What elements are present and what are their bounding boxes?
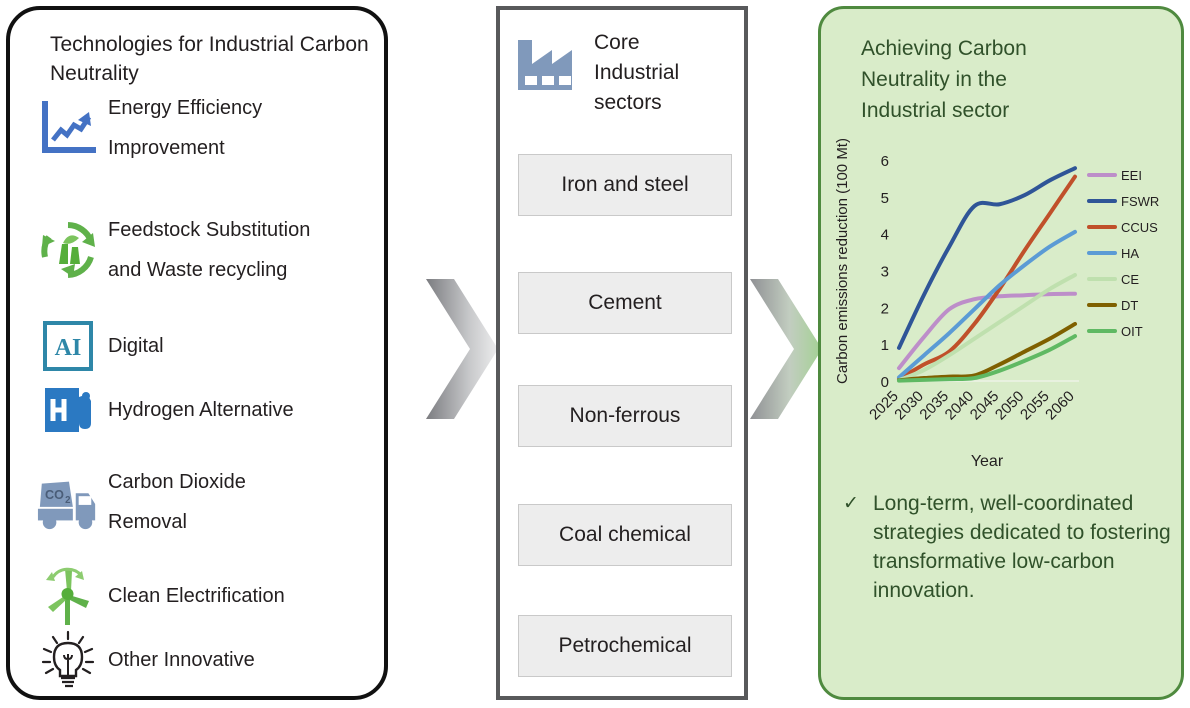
y-tick-label: 6 [881,153,889,170]
y-tick-label: 4 [881,227,889,244]
tech-item-other-innovative[interactable]: Other Innovative [36,630,386,690]
tech-item-label: Feedstock Substitution and Waste recycli… [108,219,311,281]
chart-series-ce [897,272,1077,383]
wind-turbine-icon [36,566,100,626]
sector-box-cement[interactable]: Cement [518,272,732,334]
legend-label-eei: EEI [1121,168,1142,183]
tech-item-label: Carbon Dioxide Removal [108,471,246,533]
x-tick-label: 2060 [1042,388,1078,424]
tech-item-label: Digital [108,335,164,357]
line-chart-up-icon [36,98,100,158]
sectors-heading: Core Industrial sectors [512,26,679,118]
legend-label-oit: OIT [1121,324,1143,339]
arrow-sectors-to-results [750,279,822,419]
tech-item-carbon-dioxide-removal[interactable]: CO 2 Carbon Dioxide Removal [36,462,386,542]
results-panel: Achieving Carbon Neutrality in the Indus… [818,6,1184,700]
sectors-heading-text: Core Industrial sectors [594,31,680,114]
chart-series-ccus [897,174,1077,382]
sector-box-iron-and-steel[interactable]: Iron and steel [518,154,732,216]
co2-truck-icon: CO 2 [36,472,100,532]
legend-label-ha: HA [1121,246,1139,261]
technologies-panel: Technologies for Industrial Carbon Neutr… [6,6,388,700]
tech-item-digital[interactable]: AI Digital [36,316,386,376]
factory-icon [512,26,586,107]
recycling-factory-icon [36,220,100,280]
y-tick-label: 1 [881,337,889,354]
tech-item-label: Clean Electrification [108,585,285,607]
y-tick-label: 2 [881,300,889,317]
tech-item-feedstock-substitution[interactable]: Feedstock Substitution and Waste recycli… [36,210,386,290]
panel-title-technologies: Technologies for Industrial Carbon Neutr… [50,33,369,85]
y-tick-label: 3 [881,264,889,281]
tech-item-energy-efficiency[interactable]: Energy Efficiency Improvement [36,88,386,168]
chart-series-fswr [897,166,1077,350]
ai-box-icon: AI [36,316,100,376]
svg-text:AI: AI [55,335,82,361]
sector-box-petrochemical[interactable]: Petrochemical [518,615,732,677]
arrow-technologies-to-sectors [426,279,498,419]
lightbulb-icon [36,630,100,690]
hydrogen-pump-icon [36,380,100,440]
sectors-panel: Core Industrial sectors Iron and steel C… [496,6,748,700]
legend-label-fswr: FSWR [1121,194,1159,209]
sector-box-non-ferrous[interactable]: Non-ferrous [518,385,732,447]
results-bullet: ✓ Long-term, well-coordinated strategies… [843,489,1173,605]
legend-label-dt: DT [1121,298,1138,313]
svg-text:CO: CO [45,488,64,502]
sector-box-coal-chemical[interactable]: Coal chemical [518,504,732,566]
check-icon: ✓ [843,493,859,514]
tech-item-label: Hydrogen Alternative [108,399,294,421]
y-axis-title: Carbon emissions reduction (100 Mt) [834,138,851,384]
y-tick-label: 5 [881,190,889,207]
tech-item-clean-electrification[interactable]: Clean Electrification [36,566,386,626]
results-title: Achieving Carbon Neutrality in the Indus… [861,37,1027,122]
tech-item-label: Other Innovative [108,649,255,671]
legend-label-ce: CE [1121,272,1139,287]
tech-item-label: Energy Efficiency Improvement [108,97,263,159]
chart-series-oit [897,334,1077,383]
svg-text:2: 2 [65,495,70,506]
y-tick-label: 0 [881,374,889,391]
tech-item-hydrogen-alternative[interactable]: Hydrogen Alternative [36,380,386,440]
x-axis-title: Year [971,453,1004,470]
results-bullet-text: Long-term, well-coordinated strategies d… [873,492,1171,602]
legend-label-ccus: CCUS [1121,220,1158,235]
chart-series-ha [897,229,1077,380]
emissions-reduction-chart: Carbon emissions reduction (100 Mt) 0 1 2 3 4… [827,131,1181,481]
